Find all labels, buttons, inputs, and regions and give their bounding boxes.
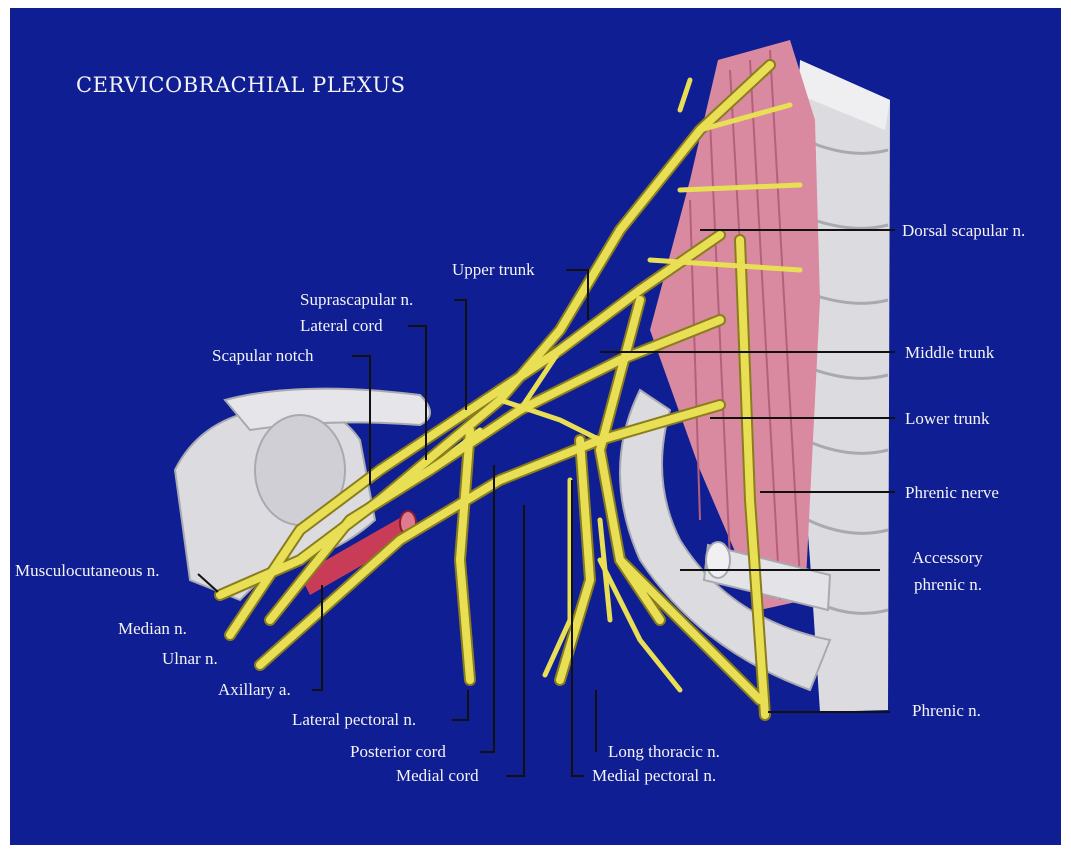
- label-upper-trunk: Upper trunk: [452, 260, 535, 279]
- label-scapular-notch: Scapular notch: [212, 346, 314, 365]
- label-dorsal-scapular: Dorsal scapular n.: [902, 221, 1025, 240]
- label-middle-trunk: Middle trunk: [905, 343, 995, 362]
- background-panel: [10, 8, 1061, 845]
- label-posterior-cord: Posterior cord: [350, 742, 446, 761]
- label-lateral-pectoral: Lateral pectoral n.: [292, 710, 416, 729]
- label-median: Median n.: [118, 619, 187, 638]
- label-lower-trunk: Lower trunk: [905, 409, 990, 428]
- label-axillary-a: Axillary a.: [218, 680, 291, 699]
- label-ulnar: Ulnar n.: [162, 649, 218, 668]
- label-long-thoracic: Long thoracic n.: [608, 742, 720, 761]
- label-accessory-phrenic-line2: phrenic n.: [914, 575, 982, 594]
- label-medial-pectoral: Medial pectoral n.: [592, 766, 716, 785]
- diagram-title: CERVICOBRACHIAL PLEXUS: [76, 73, 406, 97]
- label-phrenic-nerve: Phrenic nerve: [905, 483, 999, 502]
- label-accessory-phrenic-line1: Accessory: [912, 548, 983, 567]
- label-suprascapular: Suprascapular n.: [300, 290, 413, 309]
- label-lateral-cord: Lateral cord: [300, 316, 383, 335]
- clavicle-end: [706, 542, 730, 578]
- label-musculocutaneous: Musculocutaneous n.: [15, 561, 159, 580]
- label-medial-cord: Medial cord: [396, 766, 479, 785]
- label-phrenic-n: Phrenic n.: [912, 701, 981, 720]
